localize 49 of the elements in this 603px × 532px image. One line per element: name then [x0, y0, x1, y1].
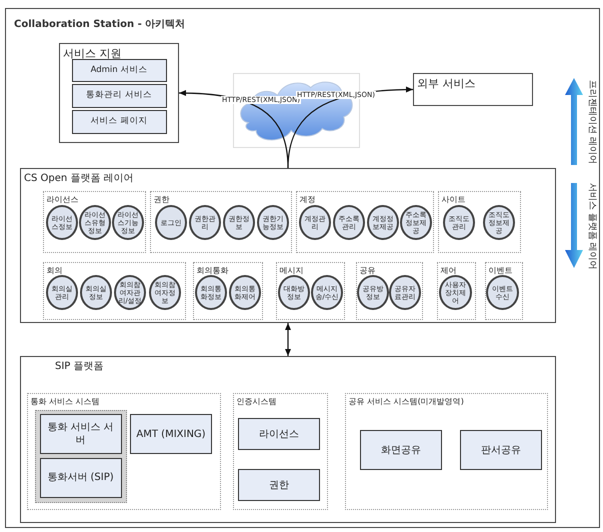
group-heading: 공유 서비스 시스템(미개발영역)	[348, 396, 464, 406]
service-box: 라이선스	[238, 418, 320, 450]
layer-panel	[20, 168, 556, 323]
panel-heading: 서비스 지원	[63, 46, 122, 61]
service-box: 서비스 페이지	[72, 110, 166, 134]
service-box: AMT (MIXING)	[130, 414, 212, 454]
service-box: 판서공유	[460, 430, 542, 470]
layer-panel	[59, 43, 179, 143]
group-box	[356, 262, 422, 320]
group-box	[276, 262, 344, 320]
group-heading: 계정	[300, 194, 316, 204]
group-box	[232, 392, 328, 510]
arrow	[287, 86, 414, 168]
group-heading: 사이트	[442, 194, 466, 204]
layer-panel	[413, 73, 533, 106]
service-box: 통화 서비스 서버	[40, 414, 122, 454]
group-box	[484, 262, 522, 320]
group-box	[192, 262, 262, 320]
group-box	[436, 262, 476, 320]
service-box: Admin 서비스	[72, 58, 166, 82]
group-heading: 이벤트	[488, 264, 512, 276]
layer-panel	[20, 356, 556, 523]
group-box	[296, 190, 434, 252]
service-box: 통화관리 서비스	[72, 84, 166, 108]
group-box	[438, 190, 520, 252]
service-box: 권한	[238, 469, 320, 501]
panel-heading: 외부 서비스	[417, 76, 476, 91]
group-heading: 제어	[440, 264, 456, 276]
panel-heading: SIP 플랫폼	[55, 360, 104, 373]
group-heading: 인증시스템	[236, 396, 276, 406]
service-box: 통화서버 (SIP)	[40, 458, 122, 498]
group-box	[42, 262, 186, 320]
group-heading: 통화 서비스 시스템	[30, 396, 100, 406]
group-heading: 메시지	[280, 264, 304, 276]
group-heading: 회의	[46, 264, 62, 276]
group-box	[42, 190, 146, 252]
group-box	[35, 410, 127, 503]
group-heading: 라이선스	[46, 194, 78, 204]
layer-label: 서비스 플랫폼 레이어	[586, 183, 598, 270]
group-heading: 공유	[360, 264, 376, 276]
group-heading: 회의통화	[196, 264, 228, 276]
panel-heading: CS Open 플랫폼 레이어	[24, 172, 134, 185]
layer-label: 프리젠테이션 레이어	[586, 80, 598, 164]
group-box	[150, 190, 292, 252]
service-box: 화면공유	[360, 430, 442, 470]
group-heading: 권한	[154, 194, 170, 204]
diagram-title: Collaboration Station - 아키텍처	[14, 18, 186, 31]
group-box	[344, 392, 548, 510]
group-box	[26, 392, 220, 510]
